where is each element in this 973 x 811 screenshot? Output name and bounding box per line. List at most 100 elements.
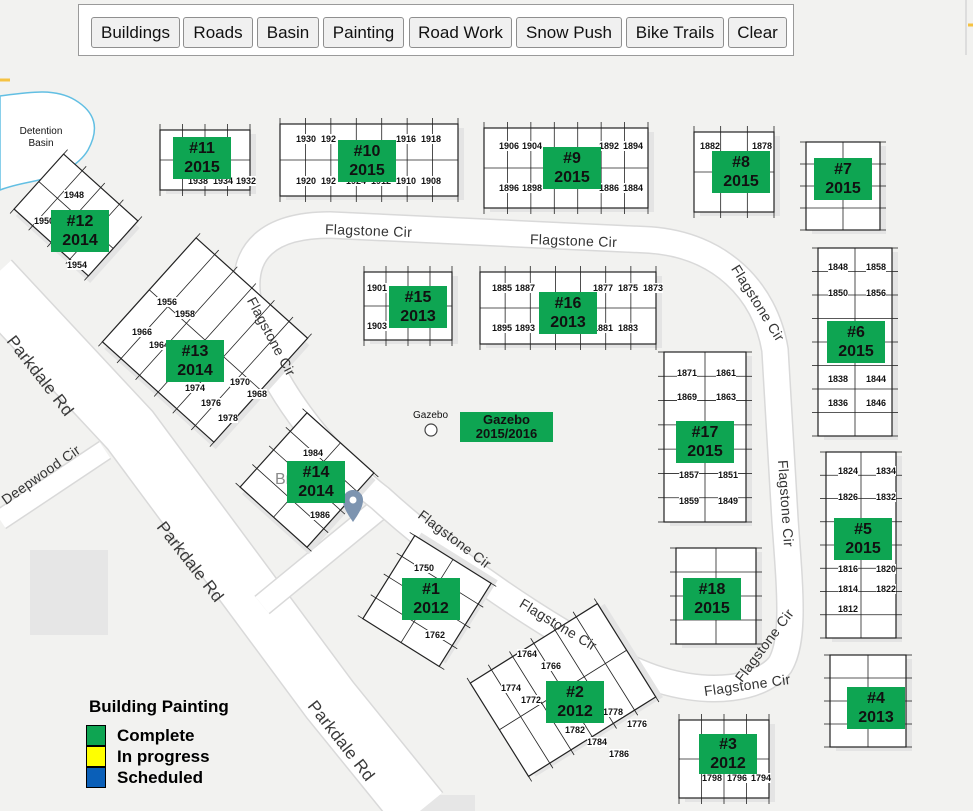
unit-number: 1824 <box>838 466 859 476</box>
patio-line <box>438 666 445 670</box>
patio-line <box>490 582 497 587</box>
patio-line <box>655 696 660 703</box>
basin-button[interactable]: Basin <box>257 17 319 48</box>
gazebo-marker-icon[interactable] <box>424 423 438 437</box>
unit-number: 1859 <box>679 496 700 506</box>
unit-number: 1938 <box>188 176 209 186</box>
unit-number: 1908 <box>421 176 442 186</box>
unit-number: 1858 <box>866 262 887 272</box>
unit-number: 192 <box>321 176 337 186</box>
building-number: #3 <box>719 736 737 753</box>
patio-line <box>549 762 554 769</box>
building-label-5[interactable]: #5 2015 <box>834 518 892 560</box>
unit-number: 1904 <box>522 141 543 151</box>
patio-line <box>323 528 329 534</box>
patio-line <box>302 408 308 414</box>
unit-number: 1826 <box>838 492 859 502</box>
location-pin-icon[interactable] <box>343 490 363 522</box>
building-number: #8 <box>732 154 750 171</box>
unit-number: 1820 <box>876 564 897 574</box>
patio-line <box>135 375 140 381</box>
building-number: #14 <box>302 464 330 481</box>
location-pin-dot <box>349 496 357 504</box>
unit-number: 1822 <box>876 584 897 594</box>
legend-label-scheduled: Scheduled <box>117 768 203 787</box>
patio-line <box>570 749 575 756</box>
building-number: #1 <box>422 581 440 598</box>
patio-line <box>593 598 598 604</box>
building-paint-year: 2014 <box>62 232 98 249</box>
unit-number: 1886 <box>599 183 620 193</box>
building-paint-year: 2015 <box>845 540 881 557</box>
building-paint-year: 2015 <box>723 173 759 190</box>
unit-number: 1894 <box>623 141 644 151</box>
detention-basin-label: Detention Basin <box>19 126 63 149</box>
unit-number: 1873 <box>643 283 664 293</box>
patio-line <box>528 776 533 782</box>
unit-number: 1786 <box>609 749 630 759</box>
building-number: #5 <box>854 521 872 538</box>
clear-button[interactable]: Clear <box>728 17 787 48</box>
unit-number: 1918 <box>421 134 442 144</box>
patio-line <box>81 166 87 172</box>
road-label-flagstone: Flagstone Cir <box>324 221 413 241</box>
building-paint-year: 2012 <box>413 600 449 617</box>
patio-line <box>373 472 379 478</box>
building-number: #17 <box>691 424 719 441</box>
unit-number: 1863 <box>716 392 737 402</box>
building-number: #13 <box>181 343 209 360</box>
patio-line <box>466 677 471 684</box>
unit-number: 1930 <box>296 134 317 144</box>
unit-number: 1857 <box>679 470 700 480</box>
gazebo-map-label: Gazebo <box>413 410 449 421</box>
building-number: #9 <box>563 150 581 167</box>
unit-number: 1846 <box>866 398 887 408</box>
gazebo-painting-label[interactable]: Gazebo 2015/2016 <box>460 412 553 442</box>
unit-number: 1906 <box>499 141 520 151</box>
painting-button[interactable]: Painting <box>323 17 404 48</box>
building-number: #11 <box>189 140 215 157</box>
bike-trails-button[interactable]: Bike Trails <box>626 17 724 48</box>
building-paint-year: 2015 <box>694 600 730 617</box>
building-number: #10 <box>353 143 381 160</box>
building-number: #2 <box>566 684 584 701</box>
unit-number: 1948 <box>64 190 85 200</box>
patio-line <box>464 624 471 629</box>
unit-number: 1782 <box>565 725 586 735</box>
unit-number: 1774 <box>501 683 522 693</box>
unit-number: 1838 <box>828 374 849 384</box>
snow-push-button[interactable]: Snow Push <box>516 17 622 48</box>
road-work-button[interactable]: Road Work <box>409 17 512 48</box>
roads-button[interactable]: Roads <box>183 17 253 48</box>
patio-line <box>288 316 294 322</box>
unit-number: 192 <box>321 134 337 144</box>
patio-line <box>153 391 159 397</box>
building-footprint-9[interactable] <box>483 122 654 214</box>
building-label-1[interactable]: #1 2012 <box>402 578 460 620</box>
unit-number: 1896 <box>499 183 520 193</box>
unit-number: 1766 <box>541 661 562 671</box>
unit-number: 1950 <box>34 216 55 226</box>
patio-line <box>383 573 390 578</box>
buildings-button[interactable]: Buildings <box>91 17 180 48</box>
unit-number: 1986 <box>310 510 331 520</box>
unit-number: 1814 <box>838 584 859 594</box>
building-label-8[interactable]: #8 2015 <box>712 151 770 193</box>
legend-label-complete: Complete <box>117 726 195 745</box>
unit-number: 1772 <box>521 695 542 705</box>
